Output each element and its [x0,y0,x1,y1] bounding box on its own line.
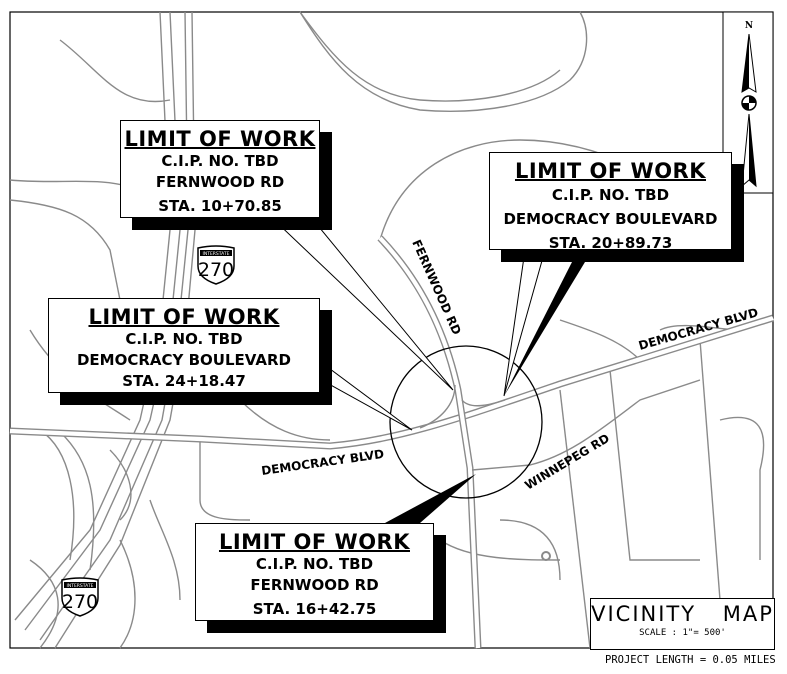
svg-text:270: 270 [62,591,98,613]
map-scale: SCALE : 1"= 500' [639,628,726,638]
svg-text:270: 270 [198,259,234,281]
leader-lines [268,215,585,523]
democracy-blvd [9,314,775,450]
callout-fernwood-16-42: LIMIT OF WORK C.I.P. NO. TBD FERNWOOD RD… [195,523,434,621]
project-length: PROJECT LENGTH = 0.05 MILES [605,654,776,666]
interstate-shield-north: INTERSTATE 270 [197,245,235,285]
title-block: VICINITY MAP SCALE : 1"= 500' [590,598,775,650]
fernwood-rd [377,235,506,649]
project-area-circle [389,345,543,499]
map-title: VICINITY MAP [591,602,774,626]
interstate-shield-south: INTERSTATE 270 [61,577,99,617]
winnepeg-rd [471,379,701,471]
callout-fernwood-10-70: LIMIT OF WORK C.I.P. NO. TBD FERNWOOD RD… [120,120,320,218]
svg-text:N: N [745,21,753,31]
callout-democracy-24-18: LIMIT OF WORK C.I.P. NO. TBD DEMOCRACY B… [48,298,320,393]
svg-text:INTERSTATE: INTERSTATE [203,251,230,257]
callout-democracy-20-89: LIMIT OF WORK C.I.P. NO. TBD DEMOCRACY B… [489,152,732,252]
svg-text:INTERSTATE: INTERSTATE [67,583,94,589]
